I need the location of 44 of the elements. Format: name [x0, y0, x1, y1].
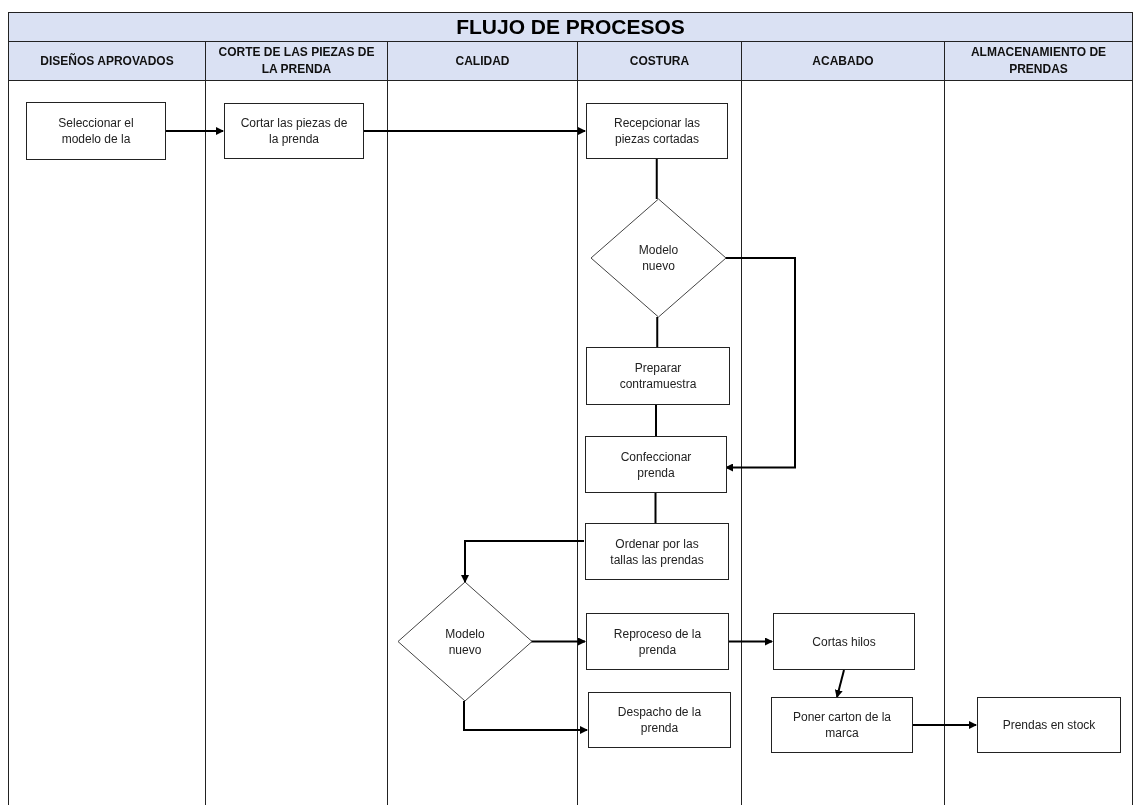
- node-text: Poner carton de la marca: [791, 709, 893, 741]
- process-box: [773, 613, 915, 670]
- node-text: Cortar las piezas de la prenda: [240, 115, 348, 147]
- decision-diamond: [398, 582, 532, 701]
- process-box: [588, 692, 731, 748]
- node-text: Ordenar por las tallas las prendas: [609, 535, 705, 568]
- process-box: [977, 697, 1121, 753]
- connector-arrow: [834, 669, 845, 698]
- swimlane: [8, 42, 206, 805]
- lane-header: COSTURA: [578, 42, 741, 81]
- node-text: Reproceso de la prenda: [612, 625, 703, 658]
- decision-diamond: [591, 199, 726, 317]
- node-text: Modelo nuevo: [637, 242, 680, 274]
- connector-arrow: [727, 637, 773, 646]
- lane-header: ALMACENAMIENTO DE PRENDAS: [945, 42, 1132, 81]
- process-box: [586, 347, 730, 405]
- node-text: Recepcionar las piezas cortadas: [612, 115, 701, 147]
- node-text: Preparar contramuestra: [618, 360, 698, 392]
- process-box: [771, 697, 913, 753]
- process-box: [586, 103, 728, 159]
- node-text: Confeccionar prenda: [619, 448, 693, 481]
- connector-arrow: [911, 721, 977, 729]
- node-text: Prendas en stock: [1002, 717, 1096, 733]
- connector-arrow: [724, 257, 796, 472]
- lane-header: DISEÑOS APROVADOS: [9, 42, 205, 81]
- process-box: [586, 613, 729, 670]
- swimlane: [944, 42, 1133, 805]
- node-text: Seleccionar el modelo de la: [57, 115, 135, 147]
- connector-arrow: [164, 127, 224, 135]
- title: FLUJO DE PROCESOS: [456, 15, 685, 39]
- process-box: [585, 523, 729, 580]
- node-text: Modelo nuevo: [444, 625, 486, 658]
- lane-header: ACABADO: [742, 42, 944, 81]
- process-box: [26, 102, 166, 160]
- node-text: Despacho de la prenda: [616, 704, 703, 736]
- connector-arrow: [530, 637, 586, 646]
- lane-header: CALIDAD: [388, 42, 577, 81]
- connector-arrow: [463, 700, 588, 734]
- node-text: Cortas hilos: [812, 633, 876, 650]
- lane-header: CORTE DE LAS PIEZAS DE LA PRENDA: [206, 42, 387, 81]
- connector-arrow: [461, 540, 585, 583]
- process-box: [585, 436, 727, 493]
- process-box: [224, 103, 364, 159]
- connector-arrow: [362, 127, 586, 135]
